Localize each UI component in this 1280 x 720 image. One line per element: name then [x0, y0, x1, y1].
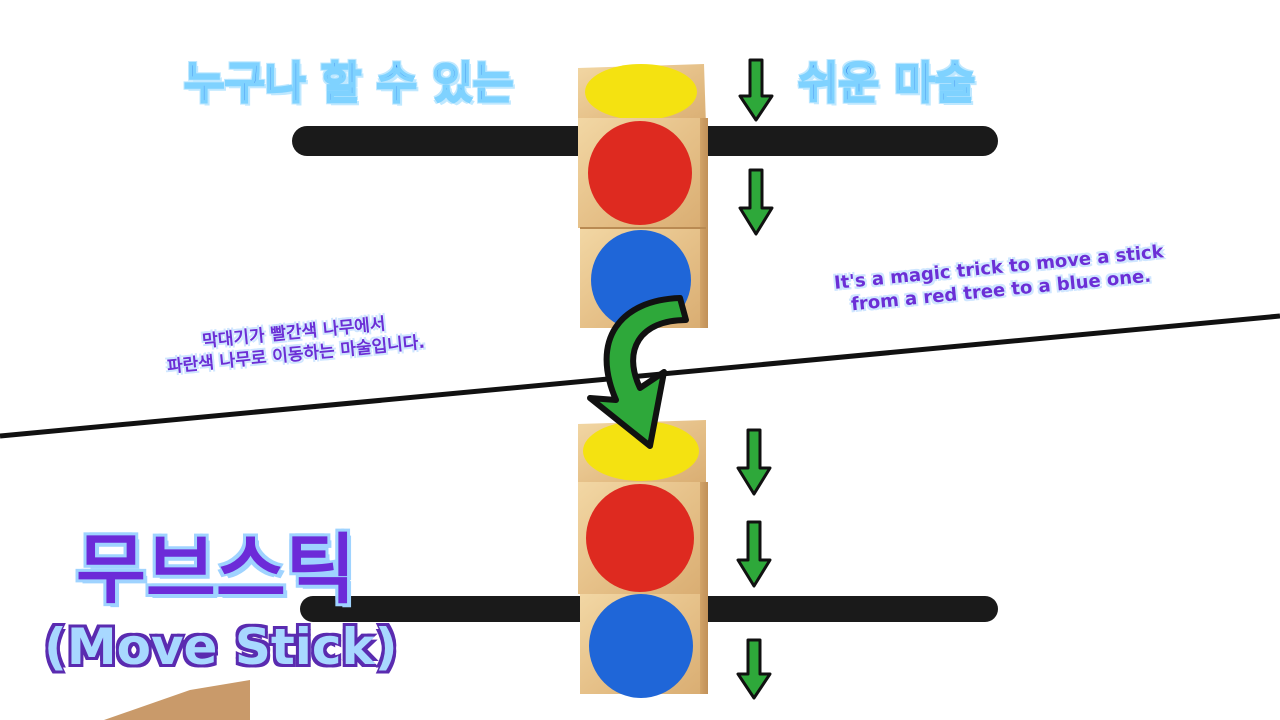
headline-right: 쉬운 마술 [797, 58, 976, 109]
yellow-dot-bottom [583, 421, 699, 481]
red-dot-bottom [586, 484, 694, 592]
divider-line [0, 313, 1280, 439]
red-dot-top [588, 121, 692, 225]
title-korean: 무브스틱 [76, 525, 356, 614]
down-arrow-icon [736, 638, 772, 700]
bottom-prop [300, 420, 998, 698]
headline-left: 누구나 할 수 있는 [183, 58, 514, 109]
down-arrow-icon [736, 520, 772, 588]
yellow-dot-top [585, 64, 697, 120]
down-arrow-icon [738, 168, 774, 236]
curved-arrow-icon [587, 295, 689, 449]
title-english: (Move Stick) [44, 618, 398, 676]
down-arrow-icon [738, 58, 774, 122]
down-arrow-icon [736, 428, 772, 496]
cardboard-corner [104, 680, 250, 720]
blue-dot-bottom [589, 594, 693, 698]
